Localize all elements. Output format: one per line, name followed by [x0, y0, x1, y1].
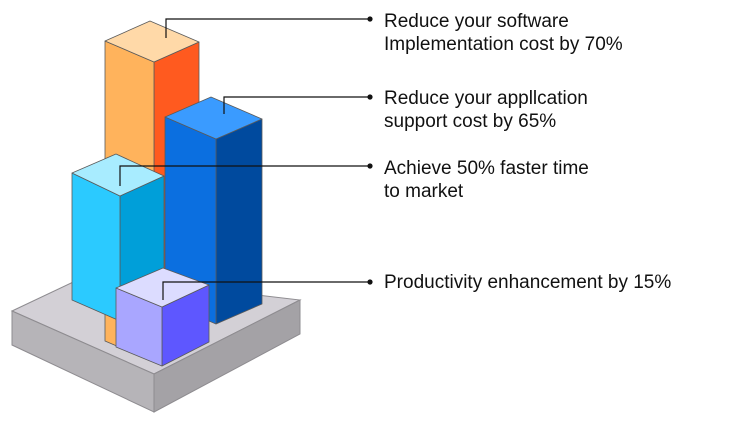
callout-line: Reduce your appllcation — [384, 88, 588, 109]
callout-faster-time-to-market: Achieve 50% faster time to market — [384, 157, 589, 203]
leader-line-software — [165, 18, 370, 38]
leader-line-market — [119, 165, 370, 186]
bar-blue-side — [215, 118, 263, 325]
callout-application-support: Reduce your appllcation support cost by … — [384, 87, 588, 133]
leader-dot-market — [367, 163, 373, 169]
leader-dot-productivity — [367, 279, 373, 285]
leader-line-application — [223, 96, 370, 114]
callout-line: support cost by 65% — [384, 111, 557, 132]
callout-line: Productivity enhancement by 15% — [384, 272, 672, 293]
base-right-face — [153, 299, 301, 413]
leader-line-productivity — [162, 281, 370, 300]
bar-cyan-top — [71, 153, 165, 197]
leader-dot-software — [367, 16, 373, 22]
leader-lines — [119, 16, 373, 300]
leader-dot-application — [367, 94, 373, 100]
bar-cyan-front — [71, 172, 121, 322]
bar-orange-top — [104, 20, 200, 63]
callout-line: Reduce your software — [384, 11, 569, 32]
callout-software-implementation: Reduce your software Implementation cost… — [384, 10, 623, 56]
callout-productivity-enhancement: Productivity enhancement by 15% — [384, 271, 671, 294]
bar-blue — [164, 96, 263, 325]
callout-line: Implementation cost by 70% — [384, 34, 623, 55]
callout-line: Achieve 50% faster time — [384, 158, 589, 179]
callout-line: to market — [384, 181, 464, 202]
bar-blue-top — [164, 96, 263, 140]
